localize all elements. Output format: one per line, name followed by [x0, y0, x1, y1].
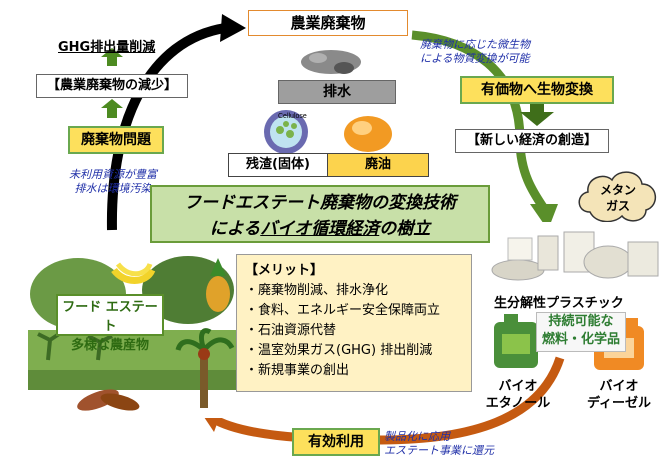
merit-heading: 【メリット】 [245, 263, 324, 278]
merit-item-2: ・食料、エネルギー安全保障両立 [245, 303, 441, 318]
waste-problem-box: 廃棄物問題 [68, 126, 164, 154]
waste-box: 農業廃棄物 [248, 10, 408, 36]
bioethanol-line-2: エタノール [485, 396, 551, 411]
wastewater-image [301, 50, 361, 74]
waste-reduction-box: 【農業廃棄物の減少】 [36, 74, 188, 98]
cycle-arrow-orange [209, 356, 565, 445]
food-estate-line-1: フード エステート [62, 300, 158, 334]
central-title-suffix: の樹立 [379, 219, 431, 239]
merit-item-4: ・温室効果ガス(GHG) 排出削減 [245, 343, 433, 358]
merit-item-3: ・石油資源代替 [245, 323, 337, 338]
cellulose-image: Cellulose [264, 110, 308, 154]
methane-label: メタン ガス [592, 182, 644, 214]
bioethanol-line-1: バイオ [498, 379, 538, 394]
new-economy-box: 【新しい経済の創造】 [455, 129, 609, 153]
cellulose-text: Cellulose [278, 113, 307, 120]
bioethanol-label: バイオ エタノール [478, 378, 558, 412]
food-estate-line-2: 多様な農産物 [70, 338, 149, 353]
methane-cloud [578, 171, 656, 223]
bioconversion-box: 有価物へ生物変換 [460, 76, 614, 104]
sustainable-line-1: 持続可能な [548, 314, 614, 329]
ghg-reduction-label: GHG排出量削減 [58, 40, 156, 55]
sustainable-fuel-box: 持続可能な 燃料・化学品 [536, 312, 626, 352]
left-note-line-2: 排水は環境汚染 [74, 182, 152, 195]
food-estate-label-box: フード エステート 多様な農産物 [56, 294, 164, 353]
right-note-line-1: 廃棄物に応じた微生物 [420, 38, 530, 51]
central-title-prefix: による [209, 219, 261, 239]
effective-use-box: 有効利用 [292, 428, 380, 456]
bioplastic-products-image [488, 222, 664, 290]
central-title-line-2: によるバイオ循環経済の樹立 [152, 216, 488, 242]
right-note-line-2: による物質変換が可能 [420, 52, 530, 65]
bottom-note: 製品化に応用 エステート事業に還元 [384, 430, 524, 458]
biodiesel-line-1: バイオ [599, 379, 639, 394]
down-arrow-right [520, 100, 554, 126]
bioplastic-label: 生分解性プラスチック [494, 296, 624, 311]
left-note: 未利用資源が豊富 排水は環境汚染 [48, 168, 178, 196]
right-note: 廃棄物に応じた微生物 による物質変換が可能 [420, 38, 560, 66]
left-note-line-1: 未利用資源が豊富 [69, 168, 157, 181]
central-title-box: フードエステート廃棄物の変換技術 によるバイオ循環経済の樹立 [150, 185, 490, 243]
cycle-arrowhead-green [530, 204, 558, 230]
residue-label: 残渣(固体) [228, 153, 328, 177]
waste-oil-label: 廃油 [327, 153, 429, 177]
methane-line-1: メタン [599, 183, 636, 197]
bottom-note-line-1: 製品化に応用 [384, 430, 450, 443]
cycle-arrow-green [411, 30, 549, 213]
up-arrow-1 [101, 48, 123, 66]
merit-box: 【メリット】 ・廃棄物削減、排水浄化 ・食料、エネルギー安全保障両立 ・石油資源… [236, 254, 472, 392]
wastewater-bar: 排水 [278, 80, 396, 104]
merit-item-1: ・廃棄物削減、排水浄化 [245, 283, 389, 298]
bottom-note-line-2: エステート事業に還元 [384, 444, 494, 457]
sustainable-line-2: 燃料・化学品 [541, 332, 620, 347]
up-arrow-2 [101, 99, 123, 118]
biodiesel-line-2: ディーゼル [586, 396, 652, 411]
methane-line-2: ガス [605, 199, 630, 213]
biodiesel-label: バイオ ディーゼル [576, 378, 662, 412]
cycle-arrowhead-black [220, 14, 246, 42]
merit-item-5: ・新規事業の創出 [245, 363, 350, 378]
food-estate-photo-collage [28, 250, 240, 418]
central-title-underlined: バイオ循環経済 [260, 219, 380, 239]
oil-image [344, 116, 392, 152]
bioethanol-bottle-icon [494, 314, 538, 368]
central-title-line-1: フードエステート廃棄物の変換技術 [184, 193, 456, 213]
